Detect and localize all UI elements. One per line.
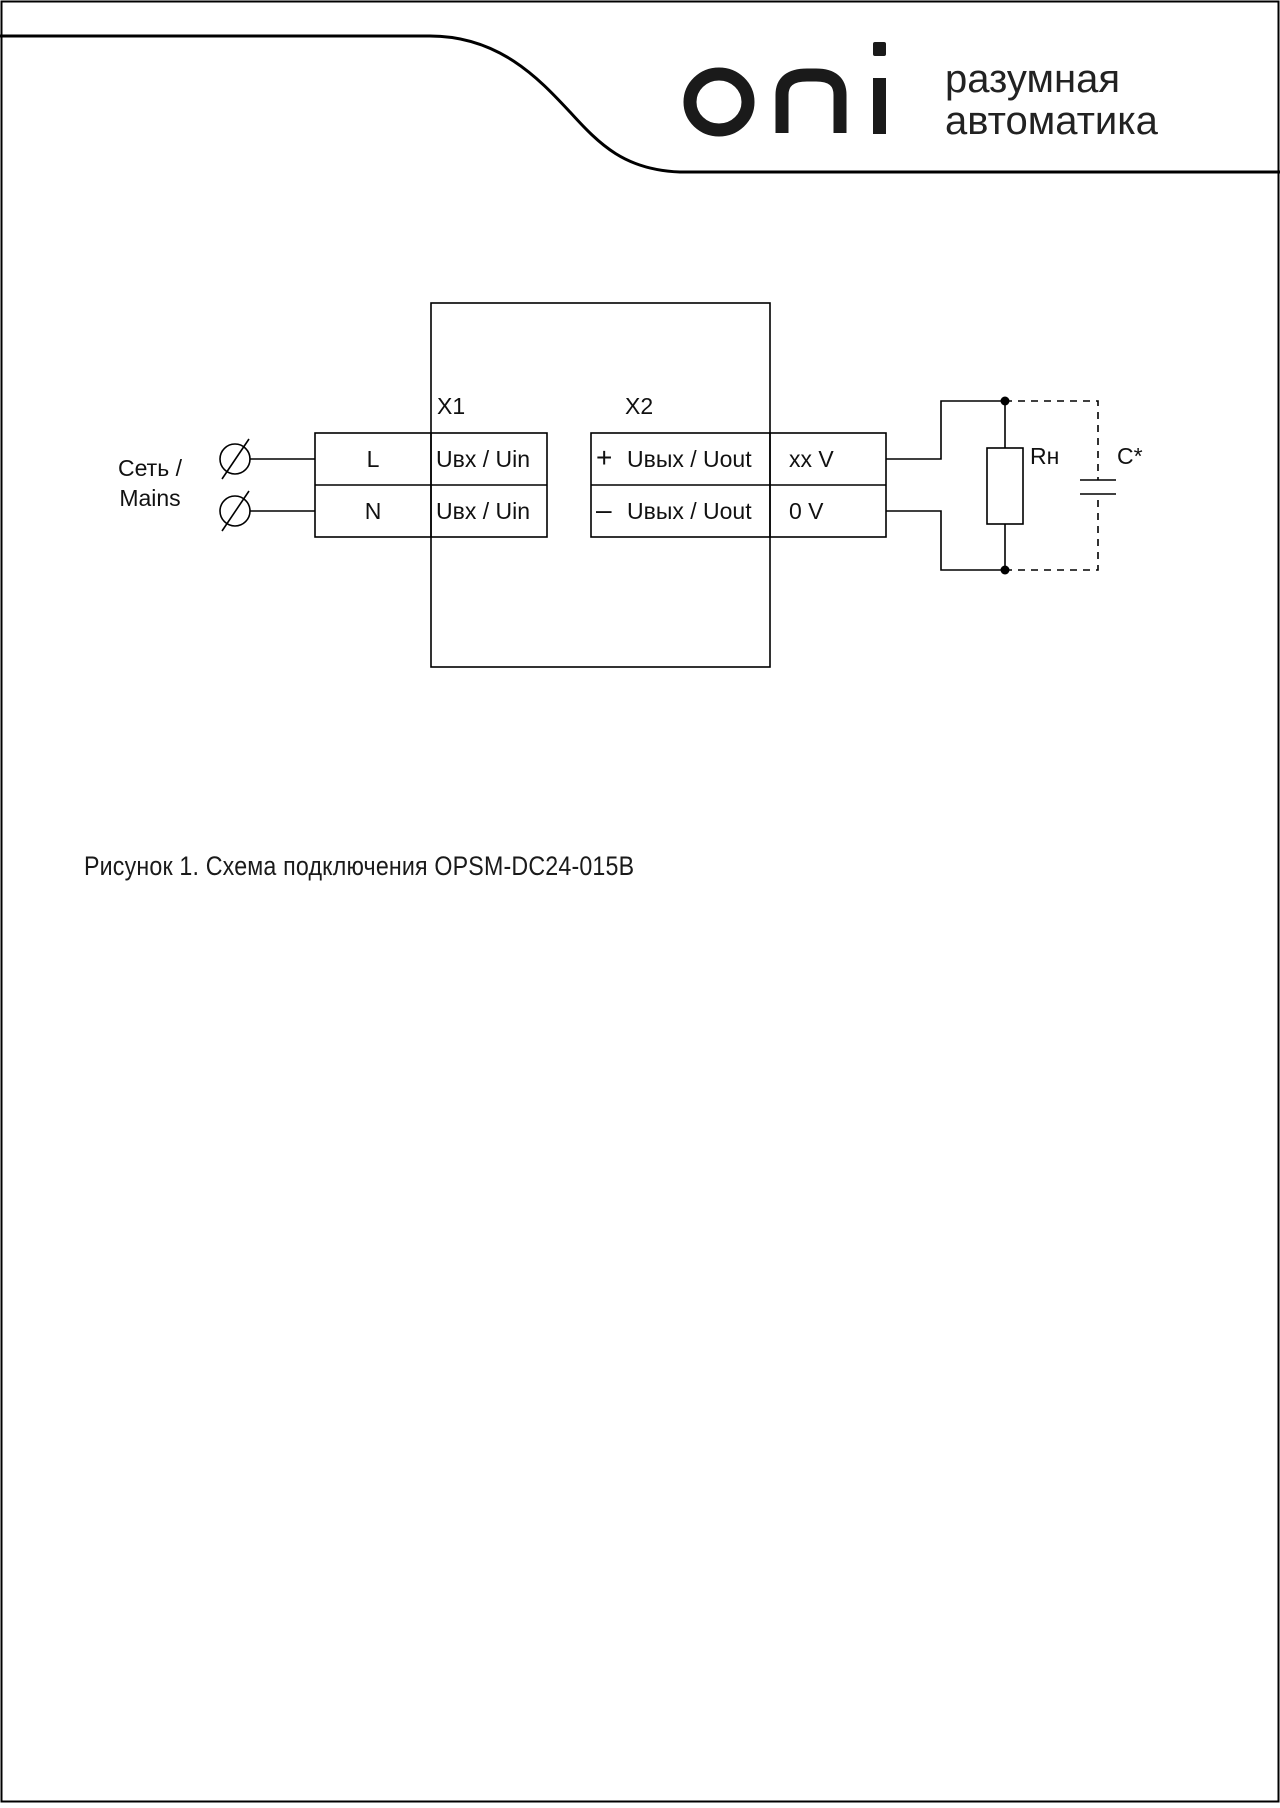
- mains-terminal-n-icon: [219, 490, 315, 532]
- output-signal-label-positive: Uвых / Uout: [627, 446, 752, 472]
- positive-polarity-label: +: [596, 442, 612, 473]
- terminal-l-label: L: [367, 446, 380, 472]
- wiring-diagram: [219, 302, 1116, 668]
- brand-tagline-2: автоматика: [945, 99, 1159, 143]
- brand-tagline-1: разумная: [945, 57, 1120, 101]
- mains-terminal-l-icon: [219, 438, 315, 480]
- load-resistor-label: Rн: [1030, 443, 1059, 469]
- oni-logo: [683, 42, 886, 137]
- output-wire-negative: [886, 510, 1005, 571]
- input-signal-label-l: Uвх / Uin: [436, 446, 530, 472]
- junction-dot-bottom: [1000, 565, 1010, 575]
- mains-label-line2: Mains: [119, 485, 180, 511]
- output-voltage-zero: 0 V: [789, 498, 824, 524]
- output-wire-positive: [886, 400, 1005, 460]
- connector-x1-label: X1: [437, 393, 465, 419]
- junction-dot-top: [1000, 396, 1010, 406]
- input-terminal-block: [314, 432, 548, 538]
- header-wave-line: [0, 34, 1280, 174]
- mains-label-line1: Сеть /: [118, 455, 183, 481]
- negative-polarity-label: –: [596, 494, 612, 525]
- figure-caption: Рисунок 1. Схема подключения OPSM-DC24-0…: [84, 851, 635, 881]
- load-resistor-icon: [986, 401, 1024, 570]
- terminal-n-label: N: [365, 498, 382, 524]
- output-voltage-positive: xx V: [789, 446, 834, 472]
- capacitor-plates: [1080, 479, 1116, 495]
- output-terminal-block: [590, 432, 887, 538]
- connector-x2-label: X2: [625, 393, 653, 419]
- capacitor-label: C*: [1117, 443, 1143, 469]
- optional-capacitor-icon: [1005, 400, 1099, 571]
- output-signal-label-negative: Uвых / Uout: [627, 498, 752, 524]
- input-signal-label-n: Uвх / Uin: [436, 498, 530, 524]
